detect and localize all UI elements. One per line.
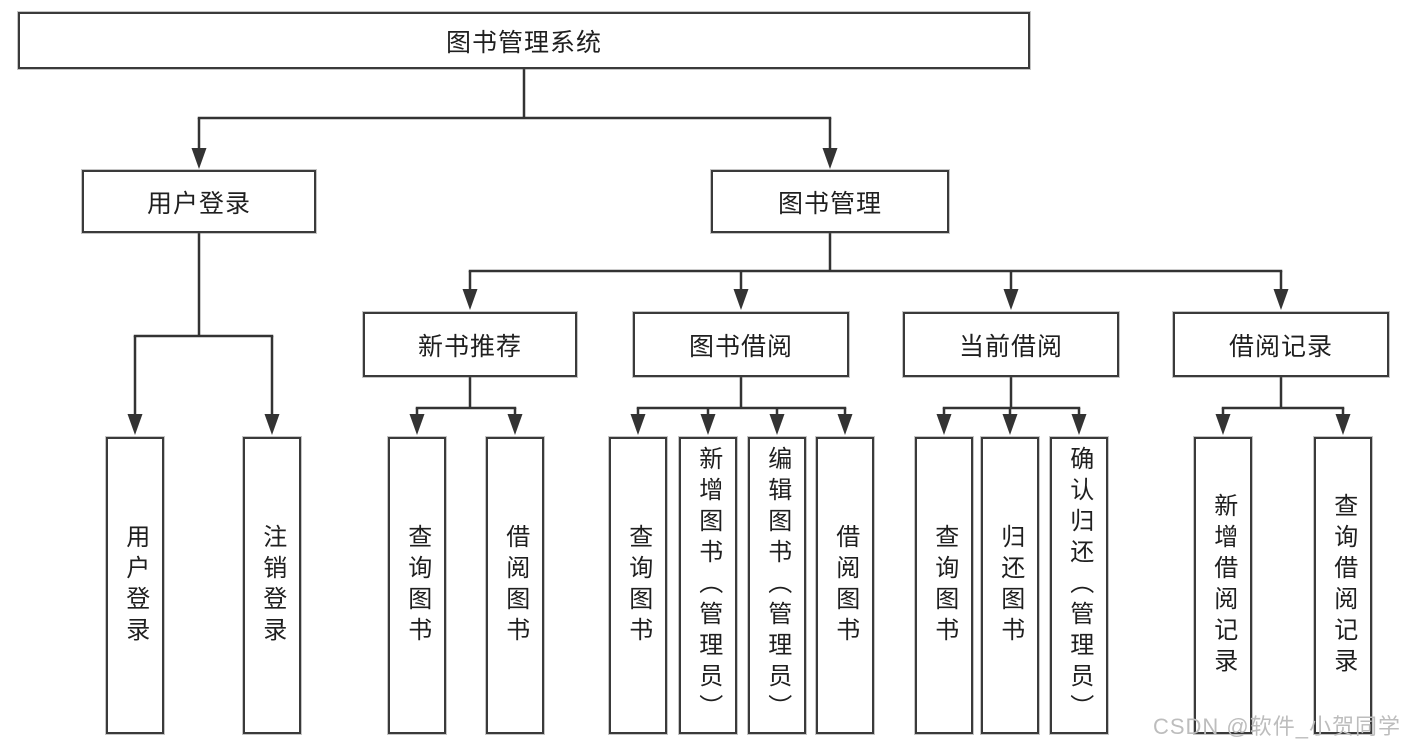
arrowhead-icons — [127, 148, 1351, 435]
leaf-query-books-current-label: 查询图书 — [930, 523, 958, 648]
leaf-query-borrow-record: 查询借阅记录 — [1314, 437, 1372, 734]
node-current-borrowing-label: 当前借阅 — [958, 332, 1063, 361]
leaf-add-borrow-record-label: 新增借阅记录 — [1209, 492, 1237, 679]
leaf-add-books-admin: 新增图书（管理员） — [679, 437, 737, 734]
leaf-query-books-recommend: 查询图书 — [388, 437, 446, 734]
node-user-login-label: 用户登录 — [146, 189, 251, 218]
node-root-label: 图书管理系统 — [445, 28, 602, 57]
leaf-return-books-label: 归还图书 — [996, 523, 1024, 648]
node-book-borrowing-label: 图书借阅 — [688, 332, 793, 361]
leaf-query-books-current: 查询图书 — [915, 437, 973, 734]
node-book-borrowing: 图书借阅 — [633, 312, 849, 377]
leaf-confirm-return-admin-label: 确认归还（管理员） — [1065, 446, 1093, 725]
leaf-borrow-books: 借阅图书 — [816, 437, 874, 734]
node-current-borrowing: 当前借阅 — [903, 312, 1119, 377]
leaf-confirm-return-admin: 确认归还（管理员） — [1050, 437, 1108, 734]
leaf-query-books-borrowing: 查询图书 — [609, 437, 667, 734]
leaf-query-books-recommend-label: 查询图书 — [403, 523, 431, 648]
csdn-watermark: CSDN @软件_小贺同学 — [1152, 714, 1401, 739]
leaf-edit-books-admin: 编辑图书（管理员） — [748, 437, 806, 734]
leaf-user-login: 用户登录 — [106, 437, 164, 734]
leaf-query-books-borrowing-label: 查询图书 — [624, 523, 652, 648]
leaf-logout: 注销登录 — [243, 437, 301, 734]
leaf-logout-label: 注销登录 — [258, 523, 286, 648]
leaf-add-books-admin-label: 新增图书（管理员） — [694, 446, 722, 725]
leaf-return-books: 归还图书 — [981, 437, 1039, 734]
leaf-borrow-books-label: 借阅图书 — [831, 523, 859, 648]
leaf-add-borrow-record: 新增借阅记录 — [1194, 437, 1252, 734]
node-root-system: 图书管理系统 — [18, 12, 1030, 69]
leaf-user-login-label: 用户登录 — [121, 523, 149, 648]
node-borrowing-records-label: 借阅记录 — [1228, 332, 1333, 361]
leaf-borrow-books-recommend-label: 借阅图书 — [501, 523, 529, 648]
leaf-query-borrow-record-label: 查询借阅记录 — [1329, 492, 1357, 679]
node-book-management-label: 图书管理 — [777, 189, 882, 218]
node-new-book-recommend-label: 新书推荐 — [417, 332, 522, 361]
node-book-management: 图书管理 — [711, 170, 949, 233]
node-new-book-recommend: 新书推荐 — [363, 312, 577, 377]
node-borrowing-records: 借阅记录 — [1173, 312, 1389, 377]
leaf-edit-books-admin-label: 编辑图书（管理员） — [763, 446, 791, 725]
leaf-borrow-books-recommend: 借阅图书 — [486, 437, 544, 734]
node-user-login: 用户登录 — [82, 170, 316, 233]
